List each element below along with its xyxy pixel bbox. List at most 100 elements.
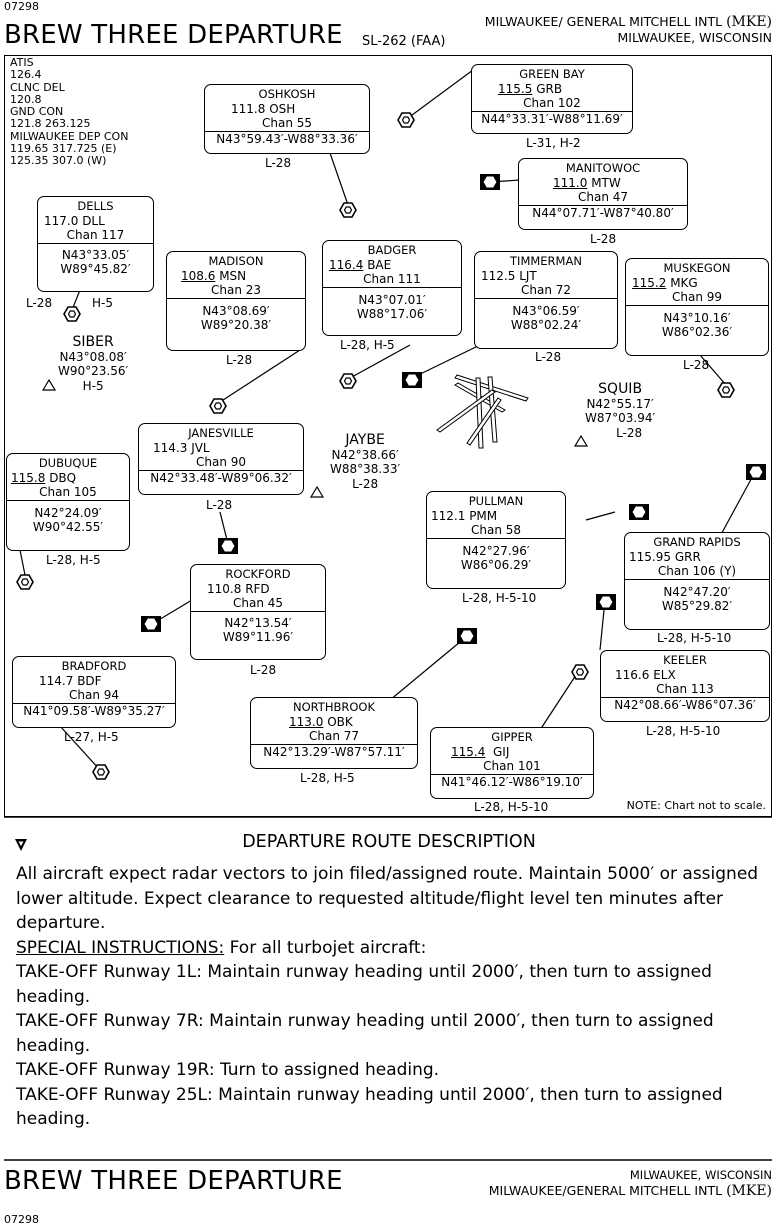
navaid-lat: N42°47.20′ bbox=[625, 578, 769, 600]
navaid-chan: Chan 58 bbox=[470, 523, 522, 537]
navaid-charts-timmerman: L-28 bbox=[535, 350, 562, 364]
navaid-charts-janesville: L-28 bbox=[206, 498, 233, 512]
navaid-charts-dubuque: L-28, H-5 bbox=[46, 553, 101, 567]
navaid-box-dells: DELLS 117.0 DLL Chan 117 N43°33.05′ W89°… bbox=[37, 196, 154, 292]
navaid-chan: Chan 101 bbox=[483, 759, 541, 773]
vortac-pmm-icon bbox=[628, 503, 650, 521]
leader-madison bbox=[219, 349, 301, 403]
navaid-box-keeler: KEELER 116.6 ELX Chan 113 N42°08.66′-W86… bbox=[600, 650, 770, 722]
runway-instruction: TAKE-OFF Runway 7R: Maintain runway head… bbox=[16, 1011, 714, 1056]
vortac-obk-icon bbox=[456, 627, 478, 645]
navaid-box-manitowoc: MANITOWOC 111.0 MTW Chan 47 N44°07.71′-W… bbox=[518, 158, 688, 230]
airport-id: (MKE) bbox=[726, 14, 772, 30]
special-instructions-text: For all turbojet aircraft: bbox=[224, 937, 427, 958]
navaid-charts-dells-b: H-5 bbox=[92, 296, 113, 310]
comm-line: 126.4 bbox=[10, 68, 42, 82]
fix-siber: SIBER N43°08.08′ W90°23.56′ H-5 bbox=[58, 335, 128, 393]
navaid-id: GIJ bbox=[493, 744, 510, 759]
navaid-id: ELX bbox=[653, 667, 676, 682]
navaid-freq: 110.8 bbox=[207, 581, 242, 596]
footer-chart-id: 07298 bbox=[4, 1213, 39, 1226]
navaid-chan: Chan 90 bbox=[195, 455, 247, 469]
navaid-name: TIMMERMAN bbox=[510, 254, 582, 268]
fix-lon: W87°03.94′ bbox=[585, 411, 656, 425]
navaid-name: KEELER bbox=[663, 653, 707, 667]
chart-id-top: 07298 bbox=[4, 0, 39, 13]
navaid-chan: Chan 102 bbox=[523, 96, 581, 110]
navaid-charts-gipper: L-28, H-5-10 bbox=[474, 800, 549, 814]
navaid-coord: N44°07.71′-W87°40.80′ bbox=[519, 204, 687, 221]
navaid-freq: 115.95 bbox=[629, 549, 671, 564]
runway-instruction: TAKE-OFF Runway 1L: Maintain runway head… bbox=[16, 962, 712, 1007]
navaid-freq: 116.4 bbox=[329, 257, 364, 272]
vor-bae-icon bbox=[339, 373, 357, 389]
navaid-coord: N41°09.58′-W89°35.27′ bbox=[13, 702, 175, 719]
leader-gipper bbox=[539, 671, 579, 731]
vor-gij-icon bbox=[571, 664, 589, 680]
navaid-id: PMM bbox=[469, 508, 498, 523]
airport-city: MILWAUKEE, WISCONSIN bbox=[617, 30, 772, 45]
fix-lat: N43°08.08′ bbox=[59, 349, 127, 364]
navaid-charts-oshkosh: L-28 bbox=[265, 156, 292, 170]
navaid-freq: 108.6 bbox=[181, 268, 216, 283]
navaid-id: BAE bbox=[367, 257, 392, 272]
navaid-freq: 115.5 bbox=[498, 81, 533, 96]
navaid-freq: 114.7 bbox=[39, 673, 74, 688]
navaid-name: OSHKOSH bbox=[258, 87, 316, 101]
navaid-id: MKG bbox=[670, 275, 698, 290]
runway-instruction: TAKE-OFF Runway 19R: Turn to assigned he… bbox=[16, 1060, 440, 1080]
footer-airport-id: (MKE) bbox=[726, 1183, 772, 1199]
navaid-chan: Chan 23 bbox=[210, 283, 262, 297]
navaid-coord: N42°08.66′-W86°07.36′ bbox=[601, 696, 769, 713]
comm-line: CLNC DEL bbox=[10, 80, 65, 94]
navaid-lat: N42°13.54′ bbox=[191, 610, 325, 631]
navaid-charts-badger: L-28, H-5 bbox=[340, 338, 395, 352]
departure-symbol-icon bbox=[15, 839, 27, 851]
navaid-lon: W86°06.29′ bbox=[460, 558, 532, 572]
airport-runways bbox=[436, 374, 529, 449]
fix-lon: W90°23.56′ bbox=[58, 364, 129, 378]
fix-lat: N42°38.66′ bbox=[331, 447, 399, 462]
not-to-scale-note: NOTE: Chart not to scale. bbox=[626, 799, 766, 812]
vor-mkg-icon bbox=[717, 382, 735, 398]
navaid-box-greenbay: GREEN BAY 115.5 GRB Chan 102 N44°33.31′-… bbox=[471, 64, 633, 134]
navaid-charts-northbrook: L-28, H-5 bbox=[300, 771, 355, 785]
comm-line: 125.35 307.0 (W) bbox=[10, 154, 107, 168]
runway-instruction: TAKE-OFF Runway 25L: Maintain runway hea… bbox=[16, 1084, 723, 1130]
fix-name: SIBER bbox=[72, 334, 114, 350]
procedure-title: BREW THREE DEPARTURE bbox=[4, 20, 343, 50]
navaid-charts-keeler: L-28, H-5-10 bbox=[646, 724, 721, 738]
navaid-coord: N41°46.12′-W86°19.10′ bbox=[431, 773, 593, 790]
navaid-chan: Chan 94 bbox=[68, 688, 120, 702]
navaid-freq: 112.1 bbox=[431, 508, 466, 523]
leader-northbrook bbox=[389, 636, 467, 701]
navaid-lat: N42°27.96′ bbox=[427, 537, 565, 559]
navaid-name: BRADFORD bbox=[61, 659, 127, 673]
comm-line: GND CON bbox=[10, 105, 64, 119]
navaid-name: MANITOWOC bbox=[565, 161, 641, 175]
leader-timmerman bbox=[411, 344, 481, 379]
navaid-lon: W90°42.55′ bbox=[32, 520, 104, 534]
vortac-elx-icon bbox=[595, 593, 617, 611]
navaid-coord: N43°59.43′-W88°33.36′ bbox=[205, 130, 369, 147]
fix-charts: L-28 bbox=[352, 476, 379, 491]
special-instructions-label: SPECIAL INSTRUCTIONS: bbox=[16, 937, 225, 958]
navaid-name: DUBUQUE bbox=[38, 456, 98, 470]
navaid-id: MSN bbox=[219, 268, 247, 283]
navaid-lat: N43°07.01′ bbox=[323, 286, 461, 308]
navaid-name: JANESVILLE bbox=[188, 426, 254, 440]
leader-pullman bbox=[585, 511, 616, 521]
navaid-lat: N43°33.05′ bbox=[38, 242, 153, 263]
vor-dll-icon bbox=[63, 306, 81, 322]
navaid-charts-manitowoc: L-28 bbox=[590, 232, 617, 246]
navaid-freq: 113.0 bbox=[289, 714, 324, 729]
navaid-lon: W88°02.24′ bbox=[510, 318, 582, 332]
leader-bradford bbox=[59, 725, 101, 771]
airport-header: MILWAUKEE/ GENERAL MITCHELL INTL (MKE) M… bbox=[485, 14, 772, 45]
footer-airport-name: MILWAUKEE/GENERAL MITCHELL INTL bbox=[488, 1183, 723, 1198]
navaid-box-madison: MADISON 108.6 MSN Chan 23 N43°08.69′ W89… bbox=[166, 251, 306, 351]
navaid-chan: Chan 47 bbox=[577, 190, 629, 204]
footer-airport: MILWAUKEE, WISCONSIN MILWAUKEE/GENERAL M… bbox=[489, 1168, 772, 1199]
fix-jaybe: JAYBE N42°38.66′ W88°38.33′ L-28 bbox=[330, 433, 400, 491]
navaid-charts-rockford: L-28 bbox=[250, 663, 277, 677]
